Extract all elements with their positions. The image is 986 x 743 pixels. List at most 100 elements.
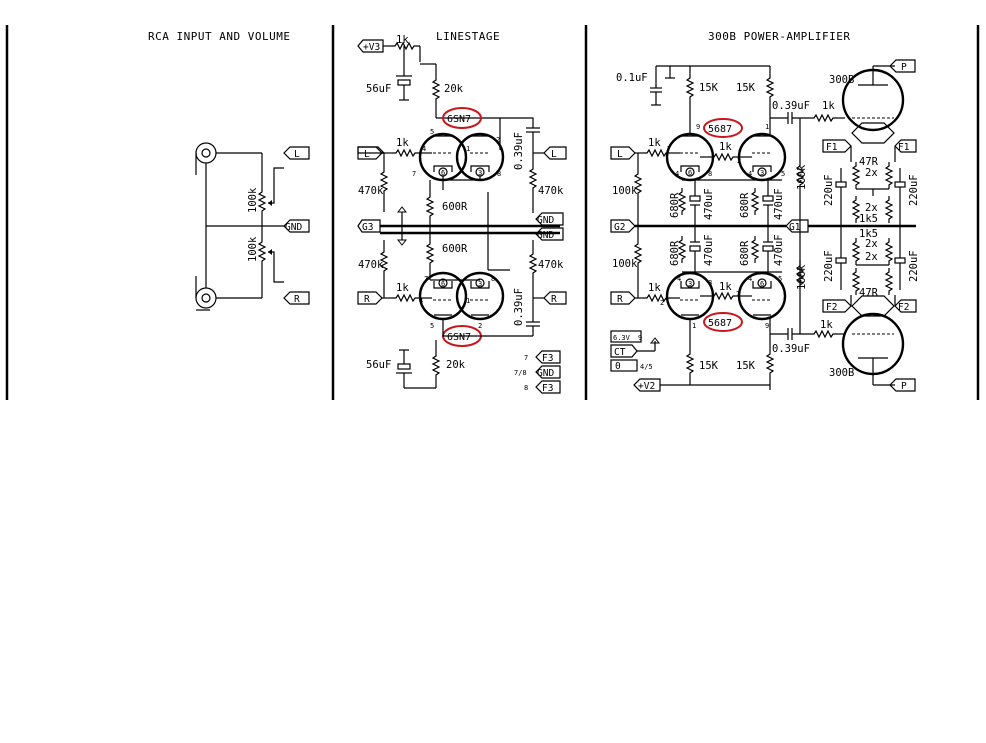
x2-2-label: 2x — [865, 202, 878, 214]
svg-text:R: R — [294, 294, 300, 305]
svg-text:4: 4 — [748, 170, 752, 178]
svg-text:+V3: +V3 — [363, 42, 380, 53]
r-15k-1-label: 15K — [699, 82, 719, 94]
r-680r-4-label: 680R — [739, 240, 751, 266]
r-470k-2-label: 470k — [538, 185, 564, 197]
svg-text:G2: G2 — [614, 222, 625, 233]
svg-text:1: 1 — [765, 123, 769, 131]
flag-ct: CT — [610, 337, 661, 358]
r-20k-bottom-label: 20k — [446, 359, 466, 371]
flag-p-bottom: P — [889, 378, 916, 392]
r-680r-2-label: 680R — [739, 192, 751, 218]
svg-text:4: 4 — [422, 145, 426, 153]
svg-text:1: 1 — [692, 322, 696, 330]
svg-text:4: 4 — [677, 275, 681, 283]
svg-text:9: 9 — [696, 123, 700, 131]
heater-flag-2: 7/8 GND — [514, 365, 561, 379]
flag-g1: G1 — [785, 219, 809, 233]
cap-470uf-3-label: 470uF — [703, 234, 715, 266]
svg-text:7/8: 7/8 — [514, 369, 527, 377]
svg-text:F3: F3 — [542, 383, 553, 394]
flag-f1-right: F1 — [894, 139, 917, 153]
flag-v2: +V2 — [633, 378, 661, 392]
r-20k-top-label: 20k — [444, 83, 464, 95]
cap-56uf-bottom-label: 56uF — [366, 359, 391, 371]
svg-text:0: 0 — [615, 361, 621, 372]
cap-220uf-2-label: 220uF — [908, 174, 920, 206]
flag-f1-left: F1 — [822, 139, 852, 153]
svg-text:4: 4 — [675, 170, 679, 178]
x2-4-label: 2x — [865, 251, 878, 263]
r-15k-3-label: 15K — [699, 360, 719, 372]
highlight-6sn7-top — [442, 107, 482, 129]
r-15k-2-label: 15K — [736, 82, 756, 94]
svg-text:3: 3 — [760, 169, 764, 177]
svg-text:GND: GND — [285, 222, 302, 233]
r-1k5-1-label: 1k5 — [859, 213, 878, 225]
r-100k-3-label: 100k — [796, 164, 808, 190]
tube-300b-bottom — [841, 295, 905, 385]
svg-text:2: 2 — [496, 136, 500, 144]
r-1k-grid-300b-bottom-label: 1k — [820, 319, 833, 331]
svg-text:5: 5 — [430, 128, 434, 136]
flag-in-L: L — [357, 146, 386, 160]
svg-text:L: L — [294, 149, 300, 160]
svg-text:8: 8 — [708, 279, 712, 287]
svg-text:6.3V: 6.3V — [613, 334, 631, 342]
tube-300b-top — [841, 66, 905, 144]
pot-100k-top-label: 100k — [247, 187, 259, 213]
svg-text:8: 8 — [497, 170, 501, 178]
cap-039uf-bottom-label: 0.39uF — [513, 288, 525, 326]
flag-out-L-linestage: L — [543, 146, 567, 160]
cap-039uf-top-label: 0.39uF — [513, 132, 525, 170]
r-1k-supply-label: 1k — [396, 34, 409, 46]
cap-039uf-power-top-label: 0.39uF — [772, 100, 810, 112]
r-100k-1-label: 100k — [612, 185, 638, 197]
r-1k-grid-power-top-label: 1k — [648, 137, 661, 149]
r-600r-bottom-label: 600R — [442, 243, 468, 255]
svg-text:9: 9 — [638, 334, 642, 342]
svg-text:GND: GND — [537, 215, 554, 226]
flag-g3: G3 — [357, 219, 381, 233]
svg-text:R: R — [364, 294, 370, 305]
r-470k-3-label: 470k — [358, 259, 384, 271]
tube-5687-bottom-label: 5687 — [708, 318, 732, 329]
svg-text:9: 9 — [765, 322, 769, 330]
svg-text:7: 7 — [667, 145, 671, 153]
flag-out-gnd: GND — [283, 219, 310, 233]
heater-flag-3: 8 F3 — [524, 380, 561, 394]
svg-text:6: 6 — [760, 280, 764, 288]
r-1k-cathode-top-label: 1k — [719, 141, 732, 153]
power-amp-section: 300B POWER-AMPLIFIER 0.1uF 15K 15K — [610, 30, 920, 392]
flag-6v3: 6.3V 9 — [610, 330, 642, 343]
linestage-title: LINESTAGE — [436, 30, 500, 43]
svg-text:L: L — [617, 149, 623, 160]
r-1k-grid-top-label: 1k — [396, 137, 409, 149]
svg-text:L: L — [364, 149, 370, 160]
cap-01uf-label: 0.1uF — [616, 72, 648, 84]
svg-text:R: R — [551, 294, 557, 305]
rca-section: RCA INPUT AND VOLUME 100k 100k L — [148, 30, 310, 311]
svg-text:1: 1 — [466, 145, 470, 153]
r-680r-3-label: 680R — [669, 240, 681, 266]
highlight-5687-bottom — [703, 312, 743, 332]
r-1k-grid-bottom-label: 1k — [396, 282, 409, 294]
r-100k-2-label: 100k — [612, 258, 638, 270]
svg-text:GND: GND — [537, 368, 554, 379]
svg-text:F2: F2 — [898, 302, 909, 313]
svg-text:8: 8 — [524, 384, 528, 392]
svg-text:4: 4 — [419, 297, 423, 305]
svg-text:G3: G3 — [362, 222, 373, 233]
tube-300b-top-label: 300B — [829, 74, 854, 86]
x2-3-label: 2x — [865, 238, 878, 250]
r-1k-cathode-bottom-label: 1k — [719, 281, 732, 293]
r-600r-top-label: 600R — [442, 201, 468, 213]
x2-1-label: 2x — [865, 167, 878, 179]
flag-out-L: L — [283, 146, 310, 160]
power-amp-title: 300B POWER-AMPLIFIER — [708, 30, 850, 43]
cap-220uf-1-label: 220uF — [823, 174, 835, 206]
tube-6sn7-bottom-label: 6SN7 — [447, 332, 471, 343]
svg-text:F2: F2 — [826, 302, 837, 313]
svg-text:1: 1 — [466, 297, 470, 305]
